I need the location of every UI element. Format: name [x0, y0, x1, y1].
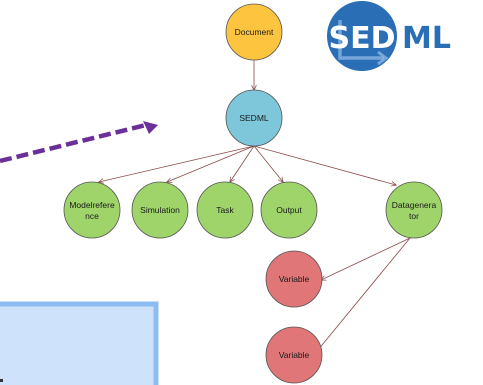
node-simulation: Simulation — [131, 181, 189, 239]
edge-sedml-task — [230, 145, 255, 182]
logo-text-sed: SED — [328, 21, 395, 56]
node-output: Output — [260, 181, 318, 239]
node-sedml-label: SEDML — [239, 113, 269, 123]
node-modelreference-label-line-1: Modelrefere — [69, 200, 115, 210]
node-variable-1-label: Variable — [279, 274, 310, 284]
edge-sedml-output — [253, 145, 283, 182]
node-datagenerator-label-line-2: tor — [409, 211, 419, 221]
pointer-arrow — [0, 121, 158, 164]
diagram-edges — [99, 60, 411, 356]
node-datagenerator-label-line-1: Datagenera — [392, 200, 437, 210]
info-panel — [0, 301, 159, 385]
node-variable-1: Variable — [265, 250, 323, 308]
logo-text-ml: ML — [402, 21, 451, 56]
node-task: Task — [196, 181, 254, 239]
node-sedml: SEDML — [225, 89, 283, 147]
node-task-label: Task — [216, 205, 234, 215]
node-variable-2-label: Variable — [279, 350, 310, 360]
node-variable-2: Variable — [265, 326, 323, 384]
sedml-logo: SED ML — [327, 1, 451, 71]
node-output-label: Output — [276, 205, 302, 215]
node-document-label: Document — [235, 27, 274, 37]
edge-datagenerator-variable-2 — [313, 237, 411, 356]
edge-datagenerator-variable-1 — [321, 237, 411, 280]
node-simulation-label: Simulation — [140, 205, 180, 215]
edge-sedml-datagenerator — [253, 145, 396, 185]
node-modelreference: Modelrefere nce — [63, 181, 121, 239]
node-modelreference-label-line-2: nce — [85, 211, 99, 221]
node-document: Document — [225, 3, 283, 61]
panel-edge-mark — [0, 379, 3, 382]
edge-sedml-modelreference — [99, 145, 255, 182]
edge-sedml-simulation — [167, 145, 255, 182]
node-datagenerator: Datagenera tor — [385, 181, 443, 239]
